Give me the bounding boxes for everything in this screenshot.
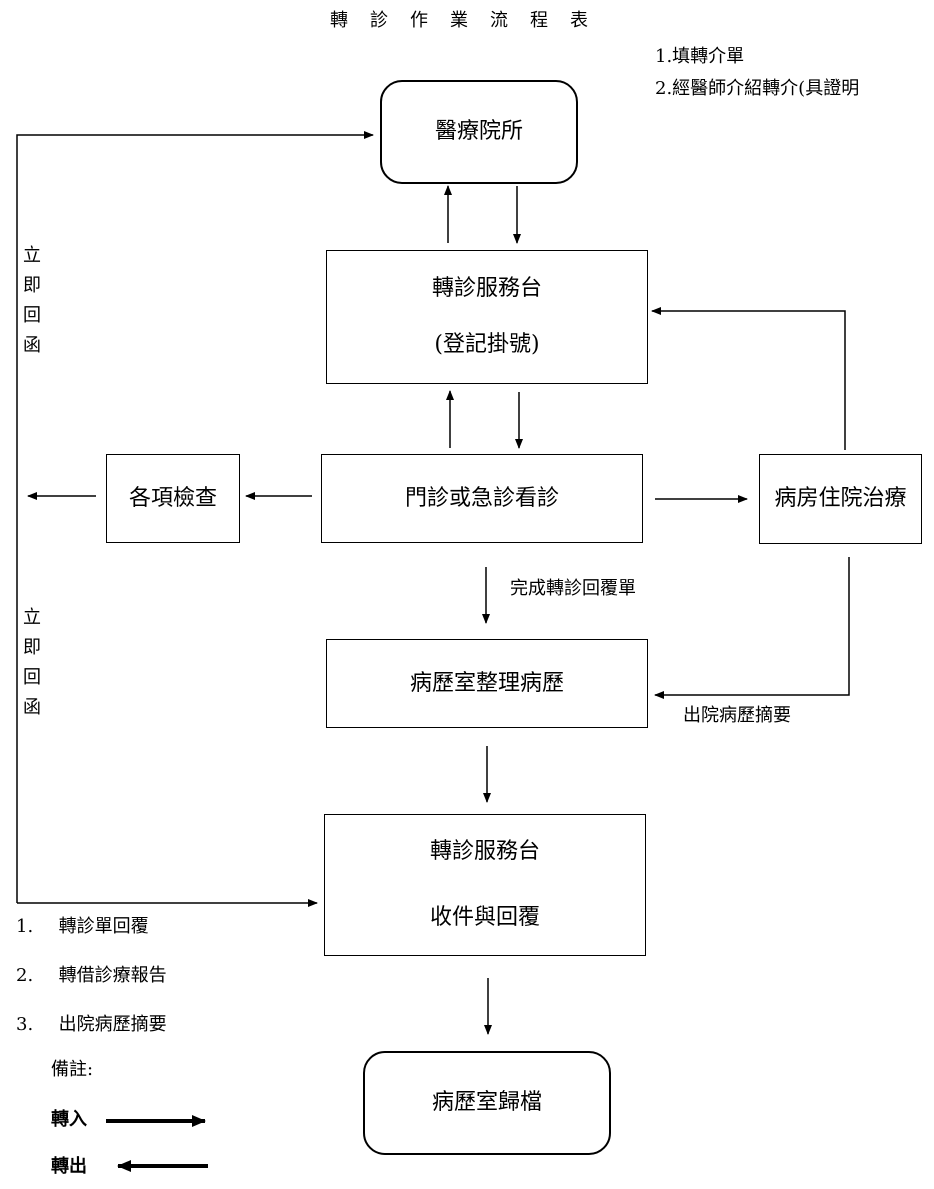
label-discharge-summary: 出院病歷摘要 bbox=[683, 705, 791, 726]
node-exams: 各項檢查 bbox=[106, 454, 240, 543]
arrow-ward-to-desk bbox=[651, 307, 846, 450]
node-clinic-label: 門診或急診看診 bbox=[404, 485, 559, 511]
node-hospital-label: 醫療院所 bbox=[434, 119, 523, 144]
node-clinic: 門診或急診看診 bbox=[321, 454, 643, 543]
label-immediate-reply-top: 立 即 回 函 bbox=[23, 245, 41, 356]
note-item-2: 2. 轉借診療報告 bbox=[16, 965, 167, 986]
node-ward: 病房住院治療 bbox=[759, 454, 922, 544]
top-note-1: 1.填轉介單 bbox=[655, 46, 745, 67]
node-archive: 病歷室歸檔 bbox=[363, 1051, 611, 1155]
desk-top-line1: 轉診服務台 bbox=[431, 276, 542, 301]
label-complete-reply: 完成轉診回覆單 bbox=[510, 578, 636, 599]
node-records-room-label: 病歷室整理病歷 bbox=[409, 670, 564, 696]
node-records-room: 病歷室整理病歷 bbox=[326, 639, 648, 728]
node-archive-label: 病歷室歸檔 bbox=[431, 1090, 542, 1115]
node-exams-label: 各項檢查 bbox=[128, 485, 217, 511]
desk-top-line2: (登記掛號) bbox=[434, 332, 540, 357]
legend-in-label: 轉入 bbox=[51, 1109, 87, 1130]
legend-out-label: 轉出 bbox=[51, 1156, 87, 1177]
arrow-ward-to-records bbox=[654, 557, 850, 699]
arrow-left-loop-top bbox=[16, 131, 374, 903]
top-note-2: 2.經醫師介紹轉介(具證明 bbox=[655, 78, 860, 99]
note-item-3: 3. 出院病歷摘要 bbox=[16, 1014, 167, 1035]
node-hospital: 醫療院所 bbox=[380, 80, 578, 184]
note-item-1: 1. 轉診單回覆 bbox=[16, 916, 149, 937]
node-referral-desk-reply: 轉診服務台 收件與回覆 bbox=[324, 814, 646, 956]
remark-label: 備註: bbox=[51, 1059, 94, 1080]
desk-bottom-line2: 收件與回覆 bbox=[429, 905, 540, 930]
node-ward-label: 病房住院治療 bbox=[774, 486, 907, 511]
node-referral-desk-registration: 轉診服務台 (登記掛號) bbox=[326, 250, 648, 384]
page-title: 轉診作業流程表 bbox=[330, 10, 610, 31]
desk-bottom-line1: 轉診服務台 bbox=[429, 839, 540, 864]
label-immediate-reply-bottom: 立 即 回 函 bbox=[23, 607, 41, 718]
